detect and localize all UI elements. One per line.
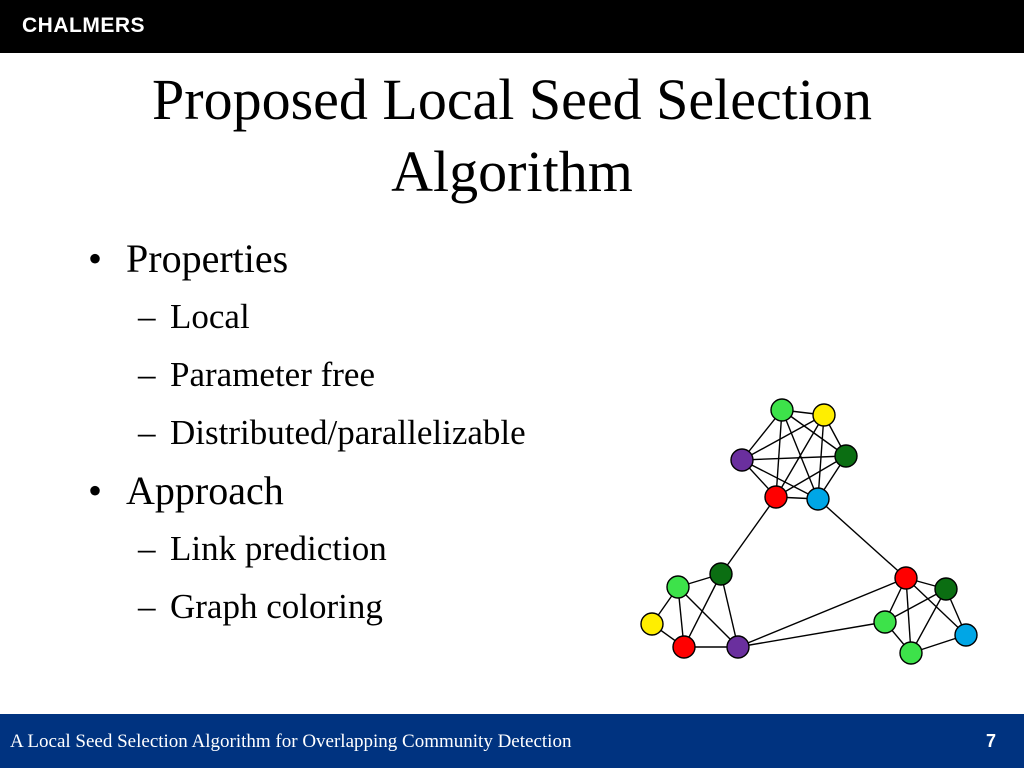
page-number: 7 (985, 731, 996, 751)
graph-edge (817, 498, 907, 579)
graph-node-yellow (812, 403, 836, 427)
header-bar: CHALMERS (0, 0, 1024, 53)
sub-bullet-label: Parameter free (170, 355, 375, 394)
sub-bullet-local: –Local (88, 288, 648, 346)
bullet-approach: • Approach (88, 462, 648, 520)
dash-glyph: – (138, 297, 156, 336)
bullet-properties: • Properties (88, 230, 648, 288)
chalmers-logo: CHALMERS (22, 14, 145, 37)
sub-bullet-link-prediction: –Link prediction (88, 520, 648, 578)
graph-node-red (894, 566, 918, 590)
bullet-glyph: • (88, 236, 103, 281)
graph-edge (905, 577, 912, 654)
graph-node-dark-green (934, 577, 958, 601)
sub-bullet-label: Local (170, 297, 250, 336)
graph-edge (677, 586, 739, 648)
graph-edge (741, 455, 847, 461)
graph-node-light-green (899, 641, 923, 665)
dash-glyph: – (138, 529, 156, 568)
bullet-glyph: • (88, 468, 103, 513)
graph-node-light-green (666, 575, 690, 599)
graph-node-yellow (640, 612, 664, 636)
footer-bar: A Local Seed Selection Algorithm for Ove… (0, 714, 1024, 768)
graph-node-light-green (873, 610, 897, 634)
graph-edge (720, 496, 777, 575)
footer-talk-title: A Local Seed Selection Algorithm for Ove… (10, 731, 572, 752)
graph-edge (910, 588, 947, 654)
graph-edge (720, 573, 739, 648)
graph-edge (775, 455, 847, 498)
dash-glyph: – (138, 587, 156, 626)
dash-glyph: – (138, 355, 156, 394)
bullet-label: Properties (126, 236, 289, 281)
graph-edge (737, 577, 907, 648)
dash-glyph: – (138, 413, 156, 452)
graph-edge (683, 573, 722, 648)
bullet-list: •Properties –Local –Parameter free –Dist… (88, 230, 648, 636)
graph-edges (651, 409, 967, 654)
sub-bullet-distributed: –Distributed/parallelizable (88, 404, 648, 462)
graph-edge (775, 414, 825, 498)
graph-node-purple (730, 448, 754, 472)
sub-bullet-label: Graph coloring (170, 587, 383, 626)
graph-edge (775, 409, 783, 498)
graph-nodes (640, 398, 978, 665)
graph-edge (781, 409, 819, 500)
sub-bullet-graph-coloring: –Graph coloring (88, 578, 648, 636)
graph-node-light-green (770, 398, 794, 422)
sub-bullet-label: Link prediction (170, 529, 387, 568)
graph-node-red (672, 635, 696, 659)
graph-edge (737, 621, 886, 648)
slide-title: Proposed Local Seed Selection Algorithm (0, 64, 1024, 208)
community-graph (640, 398, 978, 665)
graph-edge (741, 459, 819, 500)
graph-node-red (764, 485, 788, 509)
bullet-label: Approach (126, 468, 284, 513)
graph-node-blue (954, 623, 978, 647)
graph-node-dark-green (834, 444, 858, 468)
graph-edge (741, 414, 825, 461)
slide-title-line-1: Proposed Local Seed Selection (152, 67, 872, 132)
sub-bullet-label: Distributed/parallelizable (170, 413, 526, 452)
graph-node-purple (726, 635, 750, 659)
sub-bullet-parameter-free: –Parameter free (88, 346, 648, 404)
graph-node-blue (806, 487, 830, 511)
slide-title-line-2: Algorithm (391, 139, 633, 204)
graph-node-dark-green (709, 562, 733, 586)
